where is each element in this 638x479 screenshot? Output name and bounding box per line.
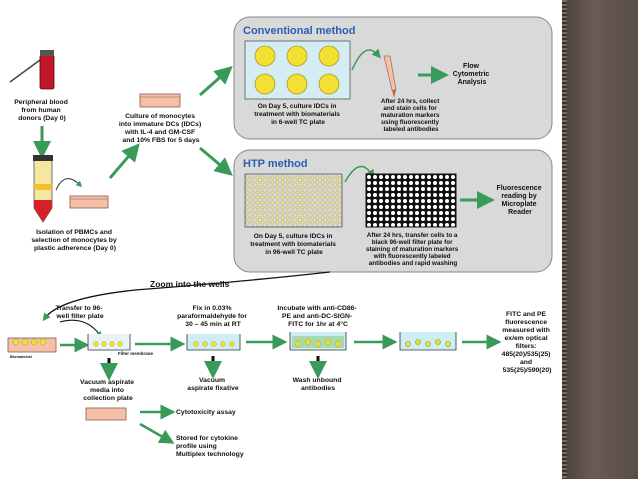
vacuum-media-text: Vacuum aspirate media into collection pl… [80,379,136,402]
right-arrow-icon [199,66,233,97]
culture-monocytes-text: Culture of monocytes into immature DCs (… [119,113,203,144]
fix-text: Fix in 0.03% paraformaldehyde for 30 – 4… [177,305,249,328]
right-arrow-icon [344,165,375,183]
right-arrow-icon [139,422,175,444]
petri-dish-icon [139,93,181,108]
well-cross-section-icon [399,332,457,351]
conventional-day5-text: On Day 5, culture IDCs in treatment with… [254,103,342,126]
right-arrow-icon [199,146,233,176]
right-arrow-icon [351,48,381,71]
well-cross-section-icon [87,334,131,351]
pipette-icon [383,55,397,98]
zoom-label: Zoom into the wells [150,279,230,289]
htp-24h-text: After 24 hrs, transfer cells to a black … [366,232,460,267]
fitc-pe-text: FITC and PE fluorescence measured with e… [502,311,553,374]
stored-cytokine-text: Stored for cytokine profile using Multip… [176,435,244,458]
decorative-sidebar [562,0,638,479]
biomaterial-label: Biomaterial [10,354,32,359]
ninety-six-well-plate-icon [244,173,343,228]
fluorescence-reader-text: Fluorescence reading by Microplate Reade… [496,185,543,216]
right-arrow-icon [55,178,83,191]
petri-dish-icon [85,407,127,421]
zoom-arrow-icon [42,271,331,322]
right-arrow-icon [108,143,140,179]
conventional-title: Conventional method [243,25,355,37]
black-filter-plate-icon [365,173,457,228]
centrifuge-tube-icon [33,155,53,223]
well-cross-section-icon [186,334,241,351]
wash-unbound-text: Wash unbound antibodies [293,377,344,392]
well-cross-section-icon [7,337,57,353]
six-well-plate-icon [244,40,351,100]
htp-title: HTP method [243,158,308,170]
vacuum-fixative-text: Vacuum aspirate fixative [187,377,239,392]
flow-cytometric-text: Flow Cytometric Analysis [453,63,492,86]
conventional-24h-text: After 24 hrs, collect and stain cells fo… [381,98,442,133]
incubate-text: Incubate with anti-CD86- PE and anti-DC-… [277,305,358,328]
filter-membrane-label: Filter membrane [118,351,154,356]
cytotoxicity-text: Cytotoxicity assay [176,409,236,416]
petri-dish-icon [69,195,109,209]
well-cross-section-icon [289,332,347,351]
transfer-text: Transfer to 96- well filter plate [55,305,104,320]
peripheral-blood-text: Peripheral blood from human donors (Day … [14,99,70,122]
htp-day5-text: On Day 5, culture IDCs in treatment with… [250,233,338,256]
blood-tube-icon [9,50,55,90]
right-arrow-icon [59,319,102,338]
pbmc-isolation-text: Isolation of PBMCs and selection of mono… [31,229,118,252]
